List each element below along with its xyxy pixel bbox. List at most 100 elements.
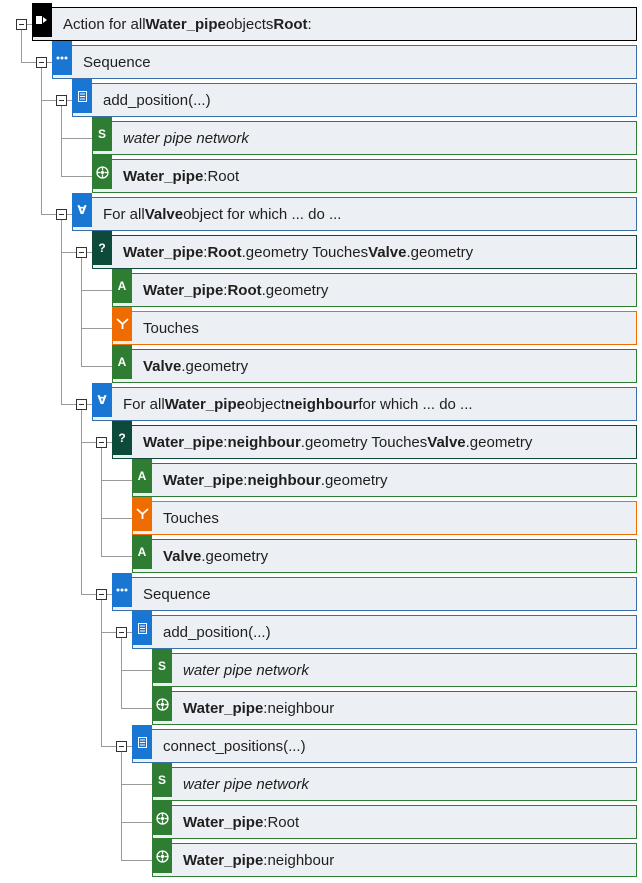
node-label-part: connect_positions(...) — [163, 737, 306, 755]
tree-node-object[interactable]: Water_pipe:Root — [92, 155, 637, 193]
node-label-part: Sequence — [143, 585, 211, 603]
tree-node-operator[interactable]: Touches — [132, 497, 637, 535]
collapse-toggle-icon[interactable] — [76, 399, 87, 410]
node-label-part: Root — [207, 243, 242, 261]
tree-node-sequence[interactable]: Sequence — [52, 41, 637, 79]
function-icon — [72, 79, 92, 113]
tree-node-object[interactable]: Water_pipe:Root — [152, 801, 637, 839]
node-label: Water_pipe:Root.geometry — [143, 274, 328, 306]
node-label-part: Touches — [163, 509, 219, 527]
tree-connector — [61, 138, 92, 139]
collapse-toggle-icon[interactable] — [56, 95, 67, 106]
tree-connector — [81, 366, 112, 367]
condition-icon: ? — [92, 231, 112, 265]
node-label-part: : — [223, 281, 228, 299]
tree-connector — [81, 410, 82, 595]
object-icon — [152, 801, 172, 835]
object-icon — [152, 687, 172, 721]
tree-node-object[interactable]: Water_pipe:neighbour — [152, 687, 637, 725]
tree-connector — [81, 290, 112, 291]
tree-node-forall[interactable]: ∀For all Water_pipe object neighbour for… — [92, 383, 637, 421]
node-label-part: Action for all — [63, 15, 146, 33]
node-label: Water_pipe:Root.geometry Touches Valve.g… — [123, 236, 473, 268]
tree-node-operator[interactable]: Touches — [112, 307, 637, 345]
tree-node-attribute[interactable]: A Water_pipe:Root.geometry — [112, 269, 637, 307]
tree-node-condition[interactable]: ?Water_pipe:Root.geometry Touches Valve.… — [92, 231, 637, 269]
collapse-toggle-icon[interactable] — [96, 437, 107, 448]
collapse-toggle-icon[interactable] — [116, 627, 127, 638]
node-label-part: for which ... do ... — [358, 395, 473, 413]
node-label-part: : — [223, 433, 228, 451]
node-label-part: .geometry Touches — [300, 433, 428, 451]
node-label-part: : — [203, 243, 208, 261]
collapse-toggle-icon[interactable] — [56, 209, 67, 220]
node-label: Water_pipe:neighbour — [183, 844, 334, 876]
node-label-part: : — [307, 15, 312, 33]
node-label: Touches — [163, 502, 219, 534]
node-label: Touches — [143, 312, 199, 344]
node-label: water pipe network — [123, 122, 249, 154]
node-label-part: For all — [123, 395, 165, 413]
tree-connector — [87, 252, 92, 253]
tree-connector — [67, 100, 72, 101]
collapse-toggle-icon[interactable] — [16, 19, 27, 30]
tree-node-sequence[interactable]: Sequence — [112, 573, 637, 611]
tree-connector — [121, 752, 122, 861]
tree-node-function[interactable]: add_position(...) — [72, 79, 637, 117]
collapse-toggle-icon[interactable] — [76, 247, 87, 258]
tree-node-condition[interactable]: ?Water_pipe:neighbour.geometry Touches V… — [112, 421, 637, 459]
tree-node-forall[interactable]: ∀For all Valve object for which ... do .… — [72, 193, 637, 231]
node-label-part: Water_pipe — [183, 813, 264, 831]
node-label-part: :neighbour — [263, 699, 335, 717]
node-label: Water_pipe:neighbour.geometry Touches Va… — [143, 426, 532, 458]
node-label: water pipe network — [183, 768, 309, 800]
attribute-icon: A — [112, 269, 132, 303]
tree-connector — [121, 638, 122, 709]
tree-node-function[interactable]: connect_positions(...) — [132, 725, 637, 763]
node-label-part: Root — [273, 15, 308, 33]
node-label-part: For all — [103, 205, 145, 223]
forall-icon: ∀ — [72, 193, 92, 227]
sequence-icon — [112, 573, 132, 607]
tree-node-function[interactable]: add_position(...) — [132, 611, 637, 649]
node-label-part: .geometry — [320, 471, 388, 489]
tree-connector — [121, 860, 152, 861]
tree-node-action[interactable]: Action for all Water_pipe objects Root: — [32, 3, 637, 41]
node-label-part: Water_pipe — [164, 395, 245, 413]
tree-connector — [61, 106, 62, 177]
node-label: Valve.geometry — [143, 350, 248, 382]
node-label-part: Valve — [143, 357, 182, 375]
node-label-part: add_position(...) — [163, 623, 271, 641]
node-label-part: Valve — [163, 547, 202, 565]
node-label-part: neighbour — [247, 471, 321, 489]
tree-connector — [21, 62, 36, 63]
function-icon — [132, 611, 152, 645]
sequence-icon — [52, 41, 72, 75]
node-label: For all Water_pipe object neighbour for … — [123, 388, 473, 420]
collapse-toggle-icon[interactable] — [116, 741, 127, 752]
tree-connector — [101, 518, 132, 519]
node-label-part: .geometry — [406, 243, 474, 261]
node-label-part: Valve — [368, 243, 407, 261]
collapse-toggle-icon[interactable] — [36, 57, 47, 68]
node-label: connect_positions(...) — [163, 730, 306, 762]
node-label-part: add_position(...) — [103, 91, 211, 109]
collapse-toggle-icon[interactable] — [96, 589, 107, 600]
node-label-part: Water_pipe — [123, 243, 204, 261]
node-label: Sequence — [83, 46, 151, 78]
operator-icon — [132, 497, 152, 531]
tree-connector — [41, 100, 56, 101]
node-label-part: object for which ... do ... — [183, 205, 342, 223]
node-label-part: object — [244, 395, 286, 413]
node-label-part: neighbour — [227, 433, 301, 451]
node-label-part: Water_pipe — [163, 471, 244, 489]
tree-node-object[interactable]: Water_pipe:neighbour — [152, 839, 637, 877]
node-label: Water_pipe:neighbour.geometry — [163, 464, 388, 496]
string-icon: S — [152, 763, 172, 797]
